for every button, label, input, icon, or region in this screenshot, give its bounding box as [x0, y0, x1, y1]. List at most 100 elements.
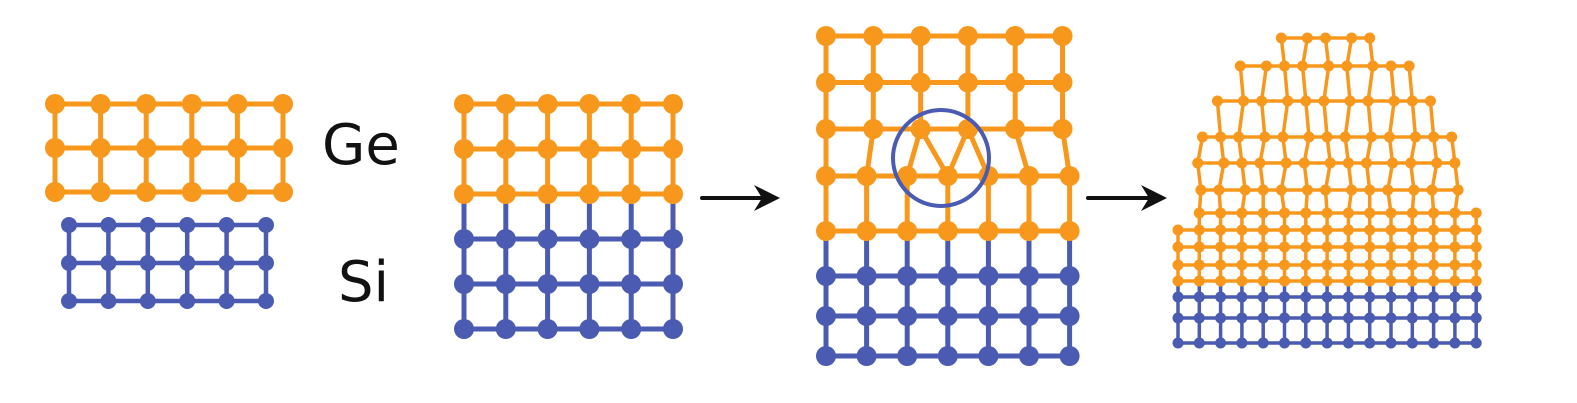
atom: [621, 229, 642, 249]
atom: [537, 319, 558, 339]
atom: [1279, 259, 1290, 271]
atom: [1361, 157, 1372, 169]
atom: [1428, 131, 1440, 143]
atom: [856, 166, 877, 186]
atom: [1215, 312, 1227, 324]
atom: [1005, 119, 1026, 139]
atom: [937, 221, 958, 241]
atom: [273, 138, 293, 158]
atom: [937, 166, 958, 186]
atom: [273, 182, 293, 202]
atom: [1342, 207, 1354, 219]
bond: [1259, 99, 1267, 139]
atom: [1236, 312, 1248, 324]
atom: [1215, 275, 1227, 287]
atom: [621, 184, 642, 204]
atom: [45, 138, 65, 158]
atom: [1449, 207, 1461, 219]
atom: [1019, 346, 1039, 366]
atom: [273, 94, 293, 114]
atom: [1428, 312, 1440, 324]
atom: [579, 139, 600, 159]
atom: [1238, 95, 1249, 107]
atom: [1470, 241, 1482, 253]
atom: [1300, 241, 1312, 253]
atom: [1470, 337, 1482, 349]
atom: [1364, 312, 1376, 324]
atom: [978, 346, 999, 366]
atom: [816, 72, 836, 93]
atom: [100, 217, 117, 233]
atom: [1300, 291, 1312, 303]
atom: [1406, 207, 1418, 219]
atom: [1324, 157, 1336, 169]
atom: [495, 274, 516, 294]
atom: [579, 274, 600, 294]
atom: [1364, 241, 1376, 253]
atom: [1236, 275, 1248, 287]
atom: [1279, 60, 1290, 72]
atom: [897, 306, 918, 326]
atom: [1005, 72, 1026, 93]
atom: [1236, 157, 1248, 169]
atom: [1382, 184, 1394, 196]
atom: [1342, 259, 1354, 271]
atom: [863, 119, 884, 139]
atom: [816, 221, 836, 241]
bond: [1281, 99, 1290, 139]
atom: [1236, 241, 1248, 253]
atom: [816, 26, 836, 46]
atom: [1019, 266, 1039, 286]
atom: [663, 184, 683, 204]
atom: [1195, 184, 1207, 196]
atom: [1385, 207, 1397, 219]
atom: [1297, 60, 1309, 72]
atom: [897, 166, 918, 186]
atom: [910, 72, 931, 93]
atom: [1052, 119, 1073, 139]
atom: [1320, 184, 1331, 196]
bond: [1345, 64, 1352, 103]
atom: [1172, 259, 1184, 271]
atom: [454, 94, 474, 114]
atom: [1470, 207, 1482, 219]
atom: [1005, 26, 1026, 46]
atom: [1321, 337, 1333, 349]
atom: [218, 255, 235, 271]
atom: [1346, 184, 1358, 196]
atom: [1215, 224, 1227, 236]
atom: [181, 182, 202, 202]
bond: [1389, 64, 1396, 103]
atom: [1365, 131, 1377, 143]
atom: [1257, 207, 1269, 219]
atom: [621, 319, 642, 339]
atom: [621, 139, 642, 159]
atom: [1342, 275, 1354, 287]
atom: [1257, 291, 1269, 303]
atom: [1193, 312, 1205, 324]
atom: [1259, 131, 1271, 143]
atom: [1239, 184, 1251, 196]
atom: [1346, 32, 1358, 44]
atom: [957, 26, 978, 46]
atom: [1342, 337, 1354, 349]
atom: [537, 139, 558, 159]
atom: [897, 221, 918, 241]
atom: [136, 94, 157, 114]
arrow-head: [1141, 185, 1167, 211]
atom: [816, 306, 836, 326]
atom: [856, 221, 877, 241]
atom: [1320, 32, 1331, 44]
atom: [1193, 337, 1205, 349]
atom: [1019, 306, 1039, 326]
ge-label: Ge: [322, 113, 400, 178]
atom: [1406, 275, 1418, 287]
panel-si-layer: [61, 217, 274, 309]
atom: [1193, 259, 1205, 271]
atom: [1449, 312, 1461, 324]
atom: [816, 166, 836, 186]
atom: [1257, 337, 1269, 349]
atom: [663, 319, 683, 339]
atom: [1280, 157, 1292, 169]
atom: [663, 94, 683, 114]
